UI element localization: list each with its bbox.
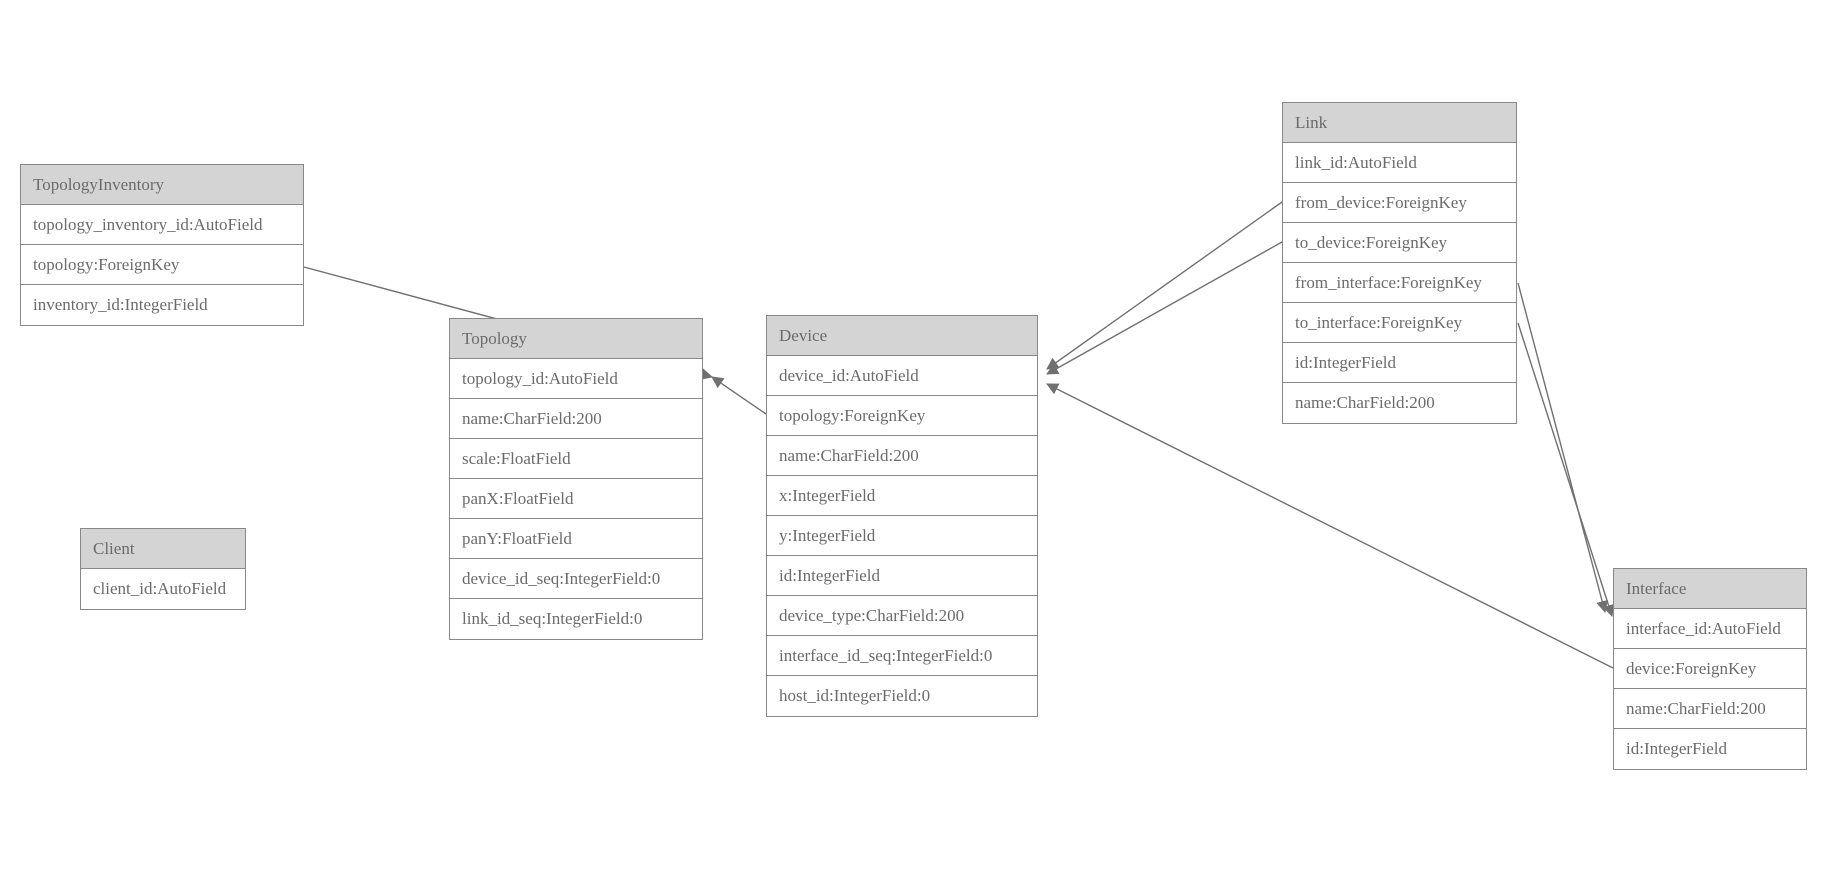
- entity-field: from_device:ForeignKey: [1283, 183, 1516, 223]
- edge-link-from-device: [1046, 201, 1283, 370]
- entity-field: inventory_id:IntegerField: [21, 285, 303, 325]
- entity-field: client_id:AutoField: [81, 569, 245, 609]
- entity-field: panX:FloatField: [450, 479, 702, 519]
- edge-interface-device: [1046, 383, 1614, 669]
- entity-field: link_id_seq:IntegerField:0: [450, 599, 702, 639]
- entity-field: topology:ForeignKey: [21, 245, 303, 285]
- entity-title-device: Device: [767, 316, 1037, 356]
- entity-title-client: Client: [81, 529, 245, 569]
- entity-field: y:IntegerField: [767, 516, 1037, 556]
- entity-field: name:CharField:200: [1614, 689, 1806, 729]
- entity-title-topology: Topology: [450, 319, 702, 359]
- edge-link-to-interface: [1517, 322, 1615, 617]
- entity-field: name:CharField:200: [1283, 383, 1516, 423]
- entity-field: link_id:AutoField: [1283, 143, 1516, 183]
- edge-link-from-interface: [1517, 282, 1608, 613]
- entity-field: from_interface:ForeignKey: [1283, 263, 1516, 303]
- entity-field: id:IntegerField: [1283, 343, 1516, 383]
- entity-field: device_id:AutoField: [767, 356, 1037, 396]
- entity-field: to_interface:ForeignKey: [1283, 303, 1516, 343]
- entity-field: panY:FloatField: [450, 519, 702, 559]
- edge-device-topology: [711, 376, 767, 415]
- entity-field: to_device:ForeignKey: [1283, 223, 1516, 263]
- entity-field: x:IntegerField: [767, 476, 1037, 516]
- entity-title-link: Link: [1283, 103, 1516, 143]
- entity-field: id:IntegerField: [1614, 729, 1806, 769]
- entity-field: topology:ForeignKey: [767, 396, 1037, 436]
- entity-field: device_type:CharField:200: [767, 596, 1037, 636]
- entity-field: device_id_seq:IntegerField:0: [450, 559, 702, 599]
- entity-title-topology_inventory: TopologyInventory: [21, 165, 303, 205]
- entity-field: interface_id:AutoField: [1614, 609, 1806, 649]
- entity-field: name:CharField:200: [767, 436, 1037, 476]
- entity-field: name:CharField:200: [450, 399, 702, 439]
- entity-field: interface_id_seq:IntegerField:0: [767, 636, 1037, 676]
- entity-title-interface: Interface: [1614, 569, 1806, 609]
- entity-field: topology_id:AutoField: [450, 359, 702, 399]
- entity-field: host_id:IntegerField:0: [767, 676, 1037, 716]
- entity-field: topology_inventory_id:AutoField: [21, 205, 303, 245]
- edge-link-to-device: [1046, 241, 1283, 375]
- entity-field: scale:FloatField: [450, 439, 702, 479]
- entity-field: id:IntegerField: [767, 556, 1037, 596]
- entity-field: device:ForeignKey: [1614, 649, 1806, 689]
